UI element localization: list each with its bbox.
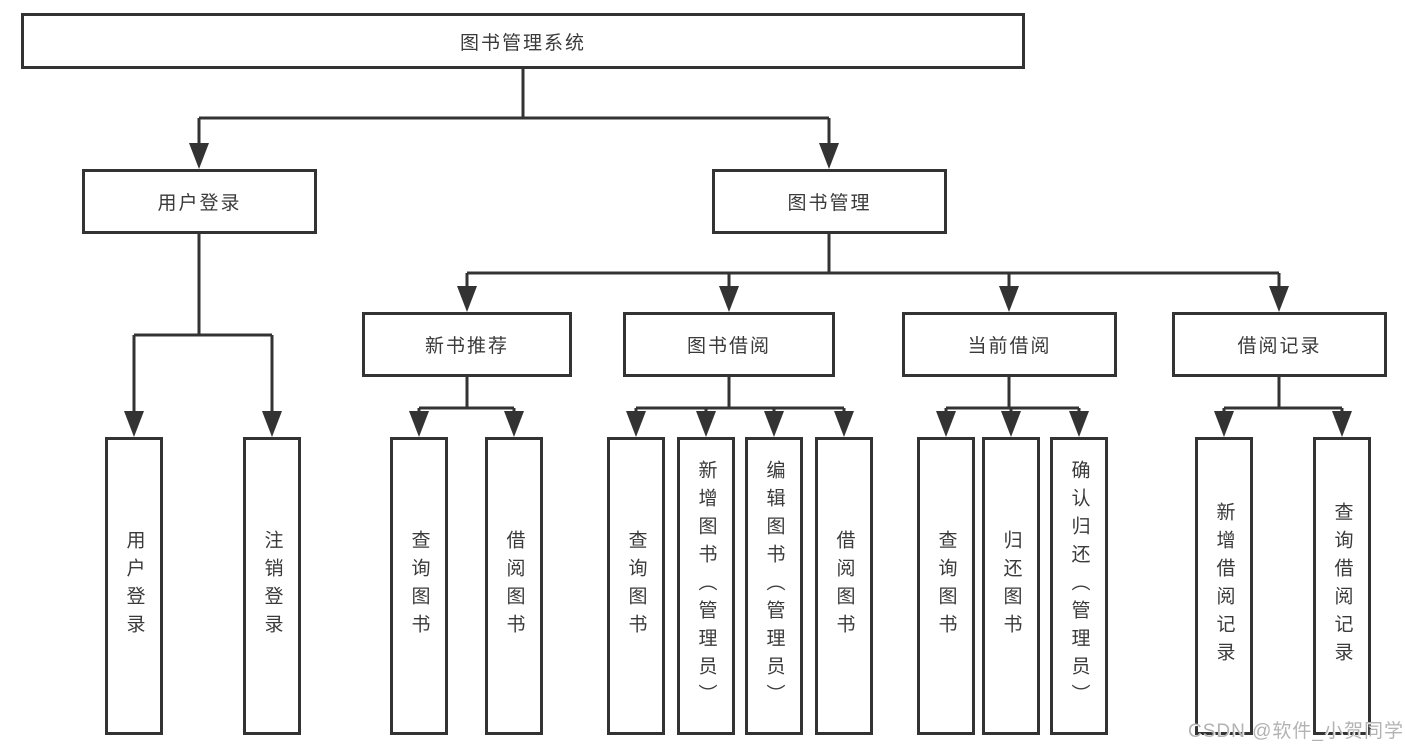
leaf-query-book-borrow: 查询图书 — [607, 437, 665, 735]
leaf-label: 借阅图书 — [833, 530, 855, 642]
csdn-watermark: CSDN @软件_小贺同学 — [1188, 721, 1404, 742]
leaf-add-book-admin: 新增图书（管理员） — [677, 437, 735, 735]
leaf-borrow-book: 借阅图书 — [815, 437, 873, 735]
leaf-add-borrow-record: 新增借阅记录 — [1195, 437, 1253, 735]
connector-new-book-branch — [417, 377, 516, 429]
connector-book-borrow-branch — [634, 377, 846, 429]
leaf-label: 查询图书 — [625, 530, 647, 642]
leaf-label: 确认归还（管理员） — [1068, 460, 1090, 712]
leaf-user-login: 用户登录 — [105, 437, 163, 735]
node-label: 图书管理系统 — [459, 32, 586, 54]
node-user-login: 用户登录 — [82, 169, 317, 234]
connector-borrow-record-branch — [1222, 377, 1344, 429]
node-current-borrow: 当前借阅 — [902, 312, 1117, 377]
leaf-query-book-current: 查询图书 — [917, 437, 975, 735]
leaf-label: 注销登录 — [261, 530, 283, 642]
leaf-label: 归还图书 — [1000, 530, 1022, 642]
leaf-query-borrow-record: 查询借阅记录 — [1313, 437, 1371, 735]
leaf-label: 用户登录 — [123, 530, 145, 642]
leaf-label: 查询图书 — [935, 530, 957, 642]
leaf-label: 借阅图书 — [503, 530, 525, 642]
node-label: 图书借阅 — [686, 336, 771, 357]
connector-book-management-branch — [465, 234, 1281, 304]
node-book-management: 图书管理 — [712, 169, 947, 234]
node-label: 当前借阅 — [967, 336, 1052, 357]
leaf-edit-book-admin: 编辑图书（管理员） — [745, 437, 803, 735]
arrowheads — [124, 143, 1352, 437]
node-root-system: 图书管理系统 — [21, 13, 1025, 69]
leaf-logout-login: 注销登录 — [243, 437, 301, 735]
leaf-confirm-return-admin: 确认归还（管理员） — [1050, 437, 1108, 735]
connector-root-to-level2 — [197, 69, 831, 161]
leaf-borrow-book-recommend: 借阅图书 — [485, 437, 543, 735]
leaf-label: 新增图书（管理员） — [695, 460, 717, 712]
node-book-borrow: 图书借阅 — [623, 312, 835, 377]
leaf-label: 新增借阅记录 — [1213, 502, 1235, 670]
leaf-return-book: 归还图书 — [982, 437, 1040, 735]
node-borrow-record: 借阅记录 — [1172, 312, 1387, 377]
connector-user-login-branch — [132, 234, 274, 429]
node-label: 图书管理 — [787, 193, 872, 214]
node-label: 借阅记录 — [1237, 336, 1322, 357]
leaf-label: 编辑图书（管理员） — [763, 460, 785, 712]
node-label: 用户登录 — [157, 193, 242, 214]
leaf-label: 查询图书 — [408, 530, 430, 642]
leaf-query-book-recommend: 查询图书 — [390, 437, 448, 735]
leaf-label: 查询借阅记录 — [1331, 502, 1353, 670]
node-label: 新书推荐 — [424, 336, 509, 357]
node-new-book-recommend: 新书推荐 — [362, 312, 572, 377]
